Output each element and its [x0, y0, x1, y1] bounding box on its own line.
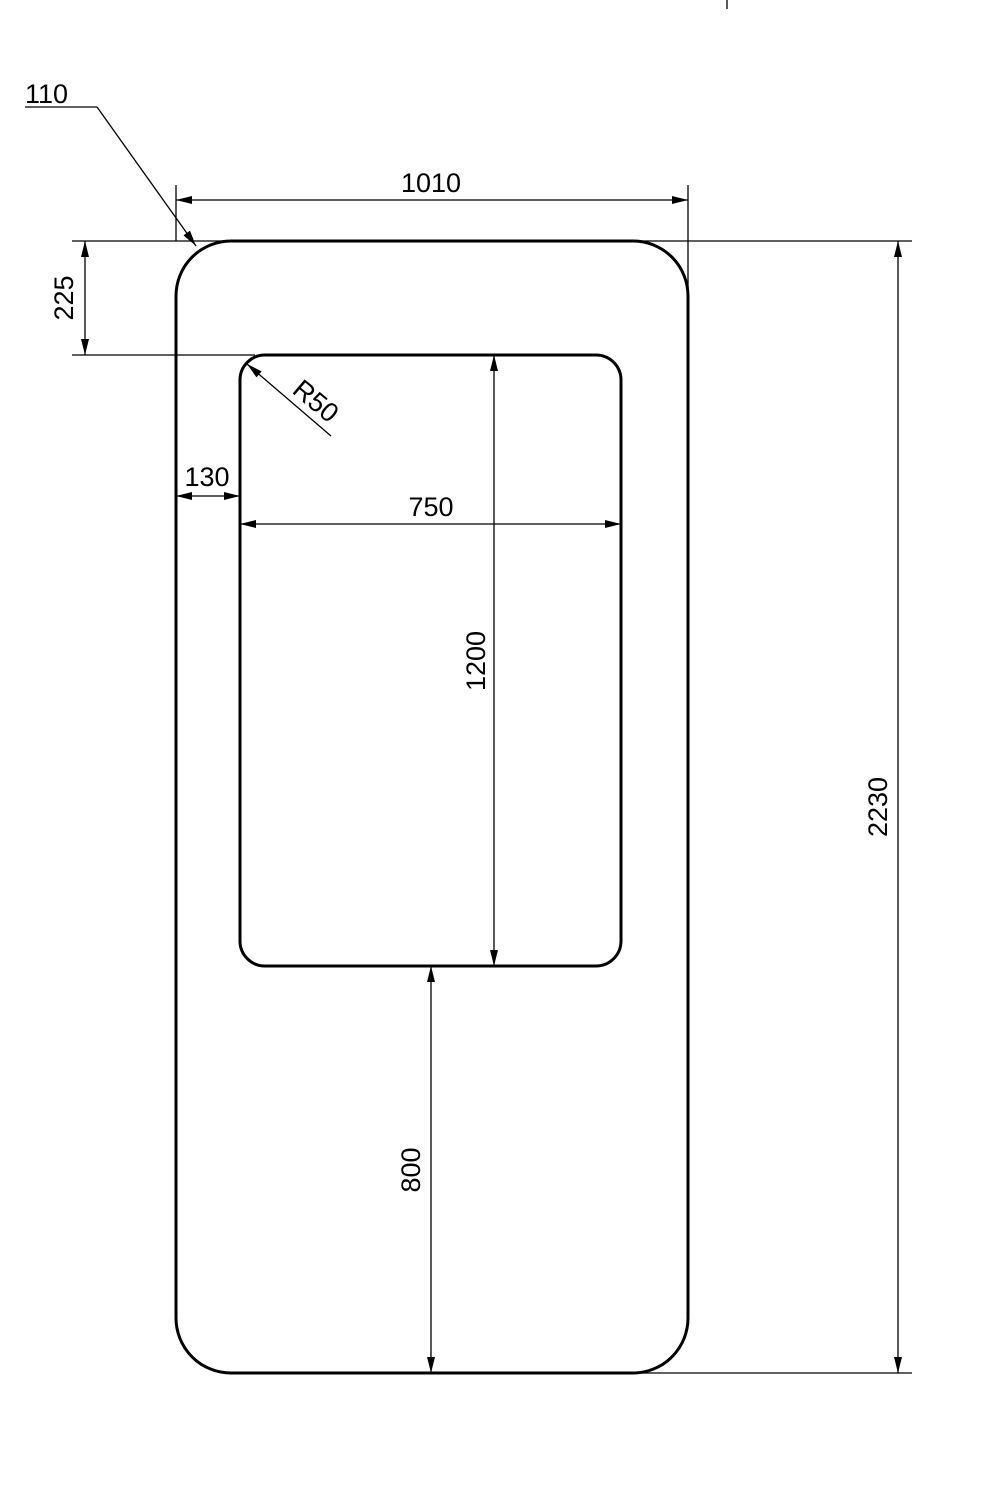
- outer-panel-outline: [174, 239, 690, 1375]
- overall-width-dimension: [175, 185, 689, 300]
- window-height-label: 1200: [461, 631, 491, 691]
- bottom-offset-label: 800: [396, 1147, 426, 1192]
- outer-radius-label: 110: [25, 79, 68, 109]
- window-width-label: 750: [408, 492, 453, 522]
- outer-radius-leader: [25, 106, 197, 247]
- inner-window-outline: [238, 353, 623, 968]
- inner-radius-leader: [246, 363, 332, 437]
- side-margin-label: 130: [184, 462, 229, 492]
- overall-height-label: 2230: [863, 777, 893, 837]
- overall-width-label: 1010: [401, 168, 461, 198]
- top-offset-label: 225: [49, 275, 79, 320]
- inner-radius-label: R50: [287, 374, 344, 429]
